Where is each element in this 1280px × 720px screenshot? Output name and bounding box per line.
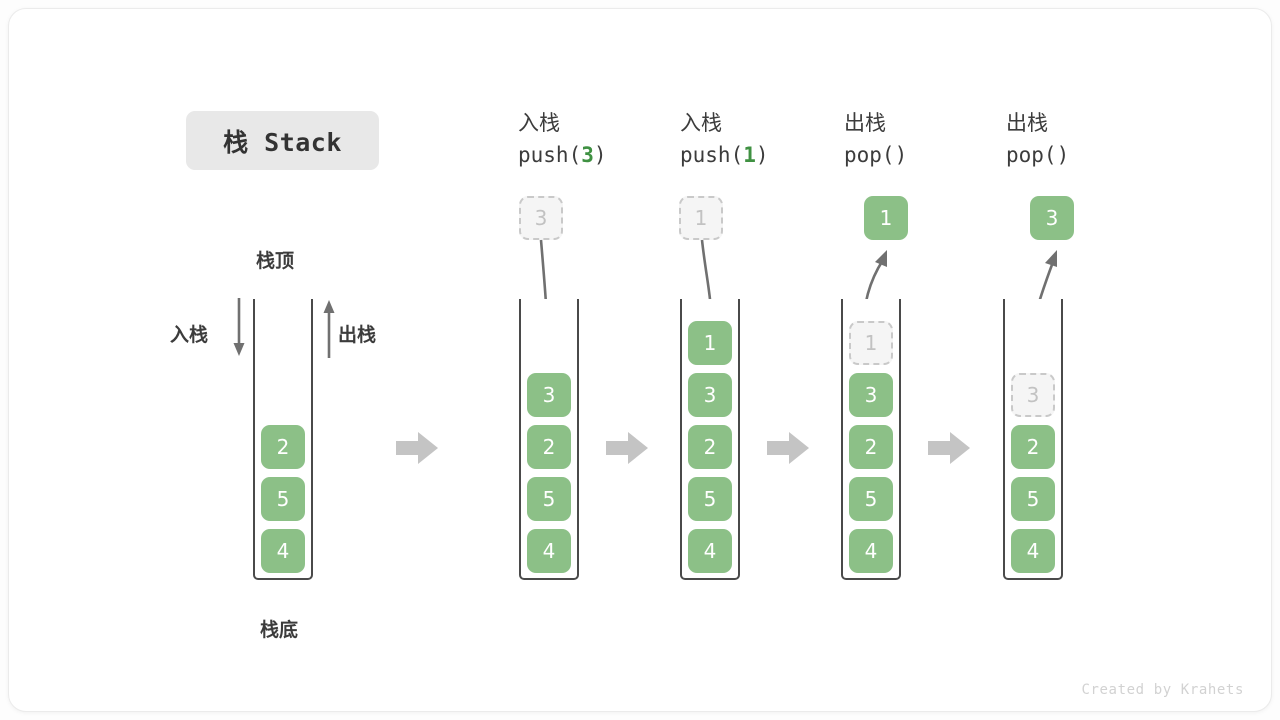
- stack-cell: 5: [688, 477, 732, 521]
- stack-cell: 1: [688, 321, 732, 365]
- floating-ghost-cell: 3: [519, 196, 563, 240]
- stage-head-code-pre: pop(: [844, 143, 895, 167]
- stage-head-arg: 3: [581, 143, 594, 167]
- title-badge: 栈 Stack: [186, 111, 379, 170]
- stack-cell: 3: [688, 373, 732, 417]
- stack-cell: 2: [261, 425, 305, 469]
- stage-head-cn: 出栈: [844, 111, 886, 135]
- stage-head-code-post: ): [894, 143, 908, 167]
- stack-cell: 3: [849, 373, 893, 417]
- stage-head-cn: 入栈: [518, 111, 560, 135]
- stage-head-code-post: ): [1056, 143, 1070, 167]
- stage-head-arg: 1: [743, 143, 756, 167]
- stage-head-cn: 出栈: [1006, 111, 1048, 135]
- stack-cell-ghost: 1: [849, 321, 893, 365]
- stage-head-code-pre: push(: [518, 143, 582, 167]
- stack-cell: 4: [261, 529, 305, 573]
- stage-head-cn: 入栈: [680, 111, 722, 135]
- stage-head-code-pre: push(: [680, 143, 744, 167]
- stack-bottom-label: 栈底: [260, 619, 299, 641]
- pop-label: 出栈: [338, 324, 377, 346]
- stack-cell: 4: [527, 529, 571, 573]
- stage-head-code-post: ): [755, 143, 769, 167]
- stage-head-code-post: ): [593, 143, 607, 167]
- stack-cell: 3: [527, 373, 571, 417]
- popped-cell: 3: [1030, 196, 1074, 240]
- push-direction-arrow: [233, 298, 245, 356]
- stack-cell: 2: [688, 425, 732, 469]
- stack-cell: 5: [1011, 477, 1055, 521]
- flow-arrow: [767, 432, 809, 464]
- stack-cell: 4: [1011, 529, 1055, 573]
- credit-text: Created by Krahets: [1081, 682, 1244, 698]
- push-label: 入栈: [170, 324, 209, 346]
- stack-cell-ghost: 3: [1011, 373, 1055, 417]
- stack-top-label: 栈顶: [256, 250, 295, 272]
- stack-cell: 5: [849, 477, 893, 521]
- stage-head-code-pre: pop(: [1006, 143, 1057, 167]
- flow-arrow: [396, 432, 438, 464]
- stack-cell: 2: [1011, 425, 1055, 469]
- stack-cell: 2: [849, 425, 893, 469]
- pop-direction-arrow: [323, 300, 335, 358]
- stack-cell: 4: [688, 529, 732, 573]
- stack-cell: 4: [849, 529, 893, 573]
- flow-arrow: [928, 432, 970, 464]
- stack-cell: 5: [261, 477, 305, 521]
- flow-arrow: [606, 432, 648, 464]
- floating-ghost-cell: 1: [679, 196, 723, 240]
- stack-cell: 5: [527, 477, 571, 521]
- popped-cell: 1: [864, 196, 908, 240]
- stack-cell: 2: [527, 425, 571, 469]
